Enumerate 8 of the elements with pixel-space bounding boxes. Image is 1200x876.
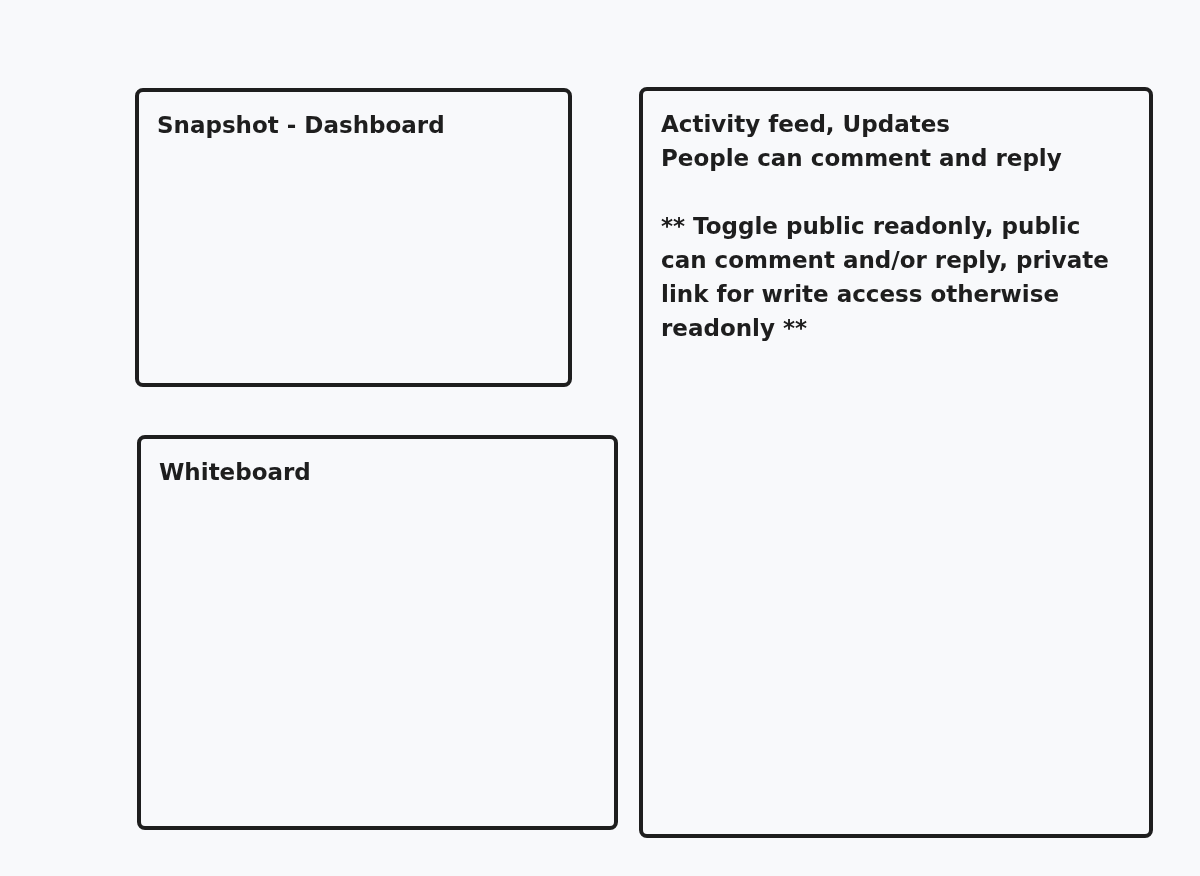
- panel-box: [137, 435, 618, 830]
- panel-title: Activity feed, Updates: [661, 110, 950, 139]
- panel-title: Whiteboard: [159, 458, 311, 487]
- panel-title: Snapshot - Dashboard: [157, 111, 445, 140]
- panel-note: ** Toggle public readonly, public can comment and/or reply, private link for write access otherwise readonly **: [661, 212, 1110, 343]
- panel-box: [135, 88, 572, 387]
- panel-note: People can comment and reply: [661, 144, 1062, 173]
- panel-box: [639, 87, 1153, 838]
